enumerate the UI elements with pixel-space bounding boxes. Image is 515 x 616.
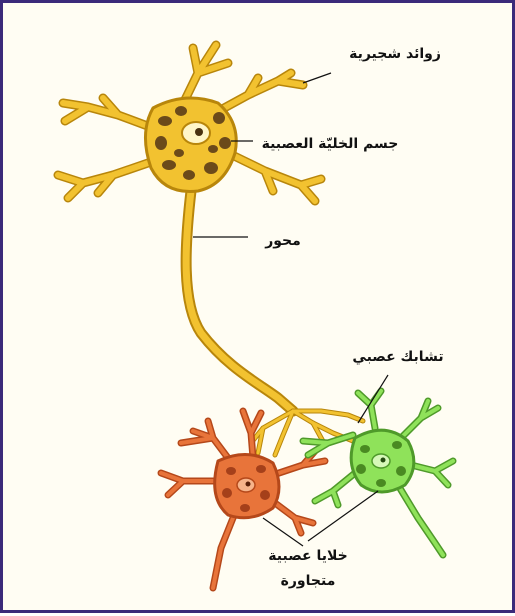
label-dendrites: زوائد شجيرية	[349, 46, 441, 62]
green-neuron	[303, 391, 453, 555]
neuron-diagram: زوائد شجيرية جسم الخليّة العصبية محور تش…	[3, 3, 515, 616]
label-neighbor-cells-line2: متجاورة	[281, 573, 336, 589]
axon-terminals	[251, 411, 363, 455]
label-axon: محور	[264, 233, 301, 249]
nucleolus	[195, 128, 203, 136]
label-cell-body: جسم الخليّة العصبية	[262, 136, 399, 152]
axon	[186, 191, 293, 411]
label-synapse: تشابك عصبي	[352, 349, 443, 365]
label-neighbor-cells-line1: خلايا عصبية	[268, 548, 347, 564]
main-neuron	[58, 45, 363, 455]
